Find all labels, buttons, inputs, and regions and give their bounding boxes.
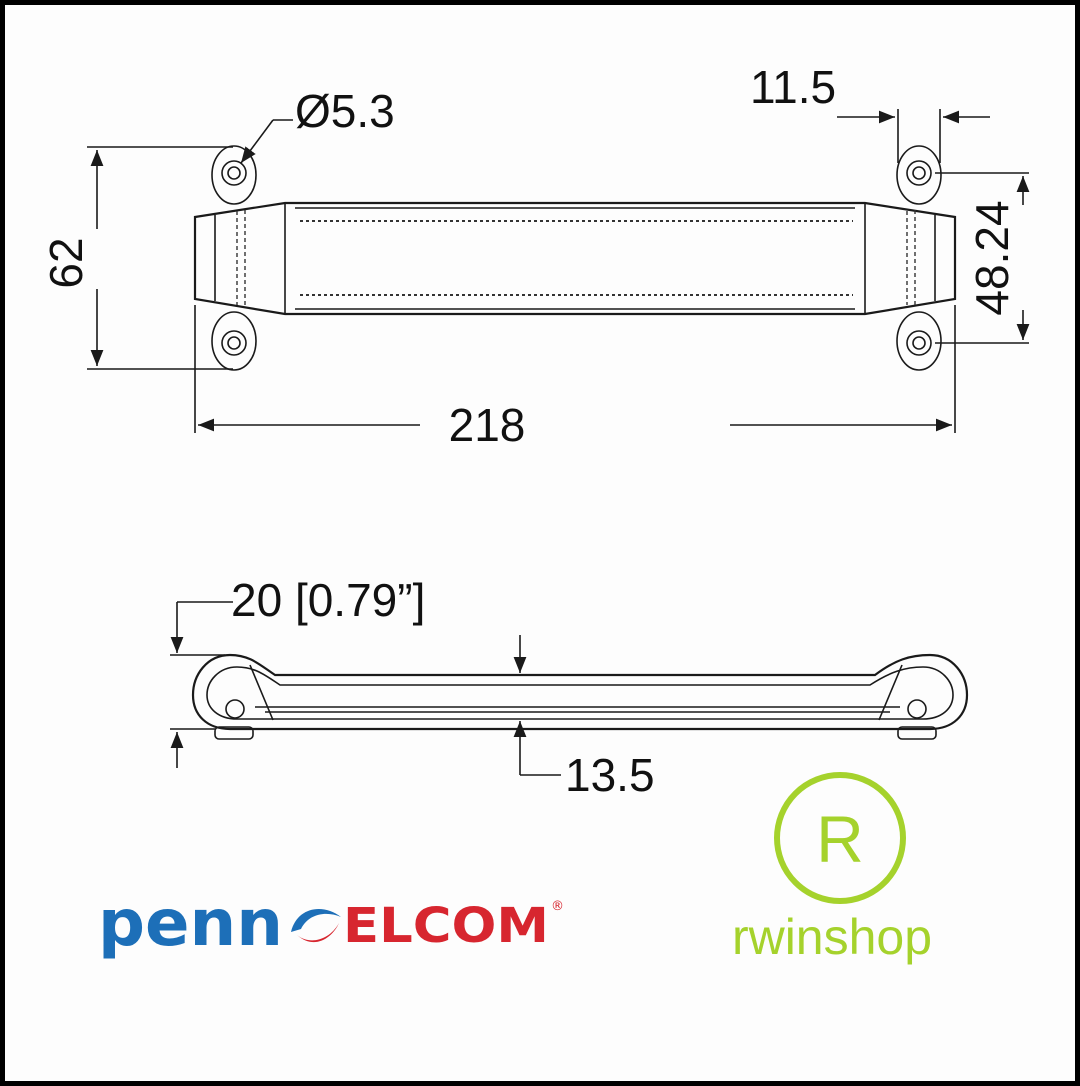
handle-body-top-view [193,201,957,316]
rwinshop-seal-icon [774,772,906,904]
swoosh-icon [291,909,341,943]
hole-diameter-dimension: Ø5.3 [240,85,395,164]
handle-body-side-view [191,653,969,740]
hole-spacing-label: 48.24 [966,200,1018,315]
left-bottom-ear [211,311,257,371]
side-thickness-label: 13.5 [565,749,655,801]
ear-width-dimension: 11.5 [750,61,990,163]
rwinshop-logo: R rwinshop [732,772,932,965]
top-view: Ø5.3 11.5 62 48.24 [40,61,1030,451]
rwinshop-name: rwinshop [732,909,932,965]
side-thickness-dimension: 13.5 [513,635,655,801]
overall-length-dimension: 218 [194,305,956,451]
overall-length-label: 218 [449,399,526,451]
penn-elcom-logo: penn ELCOM ® [98,887,564,961]
technical-drawing: Ø5.3 11.5 62 48.24 [40,61,1030,965]
left-top-ear [211,145,257,205]
side-height-dimension: 20 [0.79”] [170,574,425,768]
ear-width-label: 11.5 [750,61,836,113]
right-top-ear [896,145,942,205]
rwinshop-seal-letter: R [816,802,864,876]
hole-diameter-label: Ø5.3 [295,85,395,137]
drawing-frame: Ø5.3 11.5 62 48.24 [5,5,1075,1081]
side-height-label: 20 [0.79”] [231,574,425,626]
hole-spacing-dimension: 48.24 [935,172,1030,344]
overall-height-label: 62 [40,237,92,288]
registered-mark: ® [551,899,564,914]
elcom-logo-text: ELCOM [343,898,549,954]
side-view: 20 [0.79”] 13.5 [170,574,969,801]
penn-logo-text: penn [98,887,283,961]
overall-height-dimension: 62 [40,146,233,370]
right-bottom-ear [896,311,942,371]
